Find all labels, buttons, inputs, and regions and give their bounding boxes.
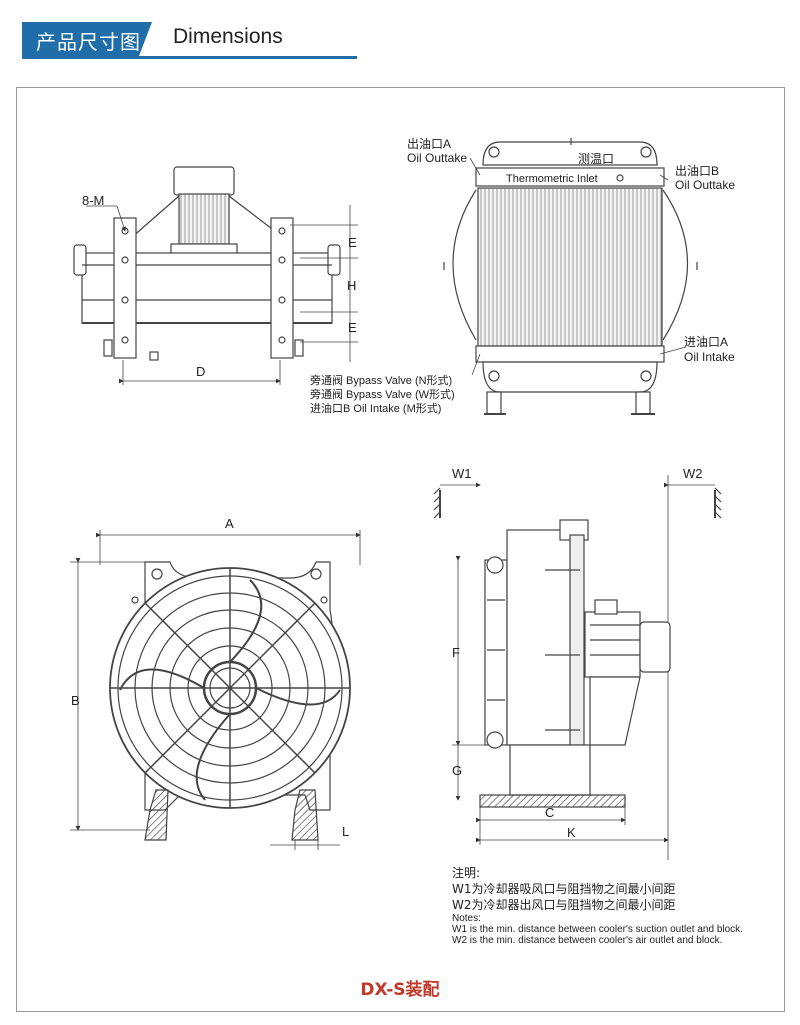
label-8m: 8-M [82, 193, 104, 208]
outlet-a-zh: 出油口A [407, 137, 451, 151]
label-w2: W2 [683, 466, 703, 481]
side-view [433, 475, 722, 860]
thermo-zh: 测温口 [578, 152, 614, 166]
notes-block: 注明: W1为冷却器吸风口与阻挡物之间最小间距 W2为冷却器出风口与阻挡物之间最… [452, 865, 743, 946]
label-c: C [545, 805, 554, 820]
notes-heading-en: Notes: [452, 913, 481, 924]
label-k: K [567, 825, 576, 840]
header-tab-label: 产品尺寸图 [36, 30, 141, 54]
header-underline [22, 56, 357, 59]
page-header: 产品尺寸图 Dimensions [0, 0, 800, 70]
label-b: B [71, 693, 80, 708]
intake-a-zh: 进油口A [684, 335, 728, 349]
label-d: D [196, 364, 205, 379]
bypass-w: 旁通阀 Bypass Valve (W形式) [310, 387, 455, 401]
outlet-b-en: Oil Outtake [675, 178, 735, 192]
label-w1: W1 [452, 466, 472, 481]
outlet-a-en: Oil Outtake [407, 151, 467, 165]
note-w1-zh: W1为冷却器吸风口与阻挡物之间最小间距 [452, 882, 676, 896]
note-w1-en: W1 is the min. distance between cooler's… [452, 924, 743, 935]
intake-a-en: Oil Intake [684, 350, 735, 364]
thermo-en: Thermometric Inlet [506, 173, 598, 185]
intake-m: 进油口B Oil Intake (M形式) [310, 401, 441, 415]
label-l: L [342, 824, 349, 839]
notes-heading-zh: 注明: [452, 866, 481, 880]
header-tab [22, 22, 152, 56]
label-h: H [347, 278, 356, 293]
outlet-b-zh: 出油口B [675, 164, 719, 178]
note-w2-en: W2 is the min. distance between cooler's… [452, 935, 723, 946]
label-g: G [452, 763, 462, 778]
model-caption: DX-S装配 [360, 980, 440, 1000]
front-view [73, 166, 358, 385]
label-e-bottom: E [348, 320, 357, 335]
drawing-frame [16, 87, 785, 1012]
label-f: F [452, 645, 460, 660]
label-e-top: E [348, 235, 357, 250]
oil-connection-view [443, 138, 698, 415]
fan-front-view [70, 530, 361, 850]
page-title: Dimensions [173, 25, 283, 48]
bypass-n: 旁通阀 Bypass Valve (N形式) [310, 373, 452, 387]
note-w2-zh: W2为冷却器出风口与阻挡物之间最小间距 [452, 898, 676, 912]
label-a: A [225, 516, 234, 531]
